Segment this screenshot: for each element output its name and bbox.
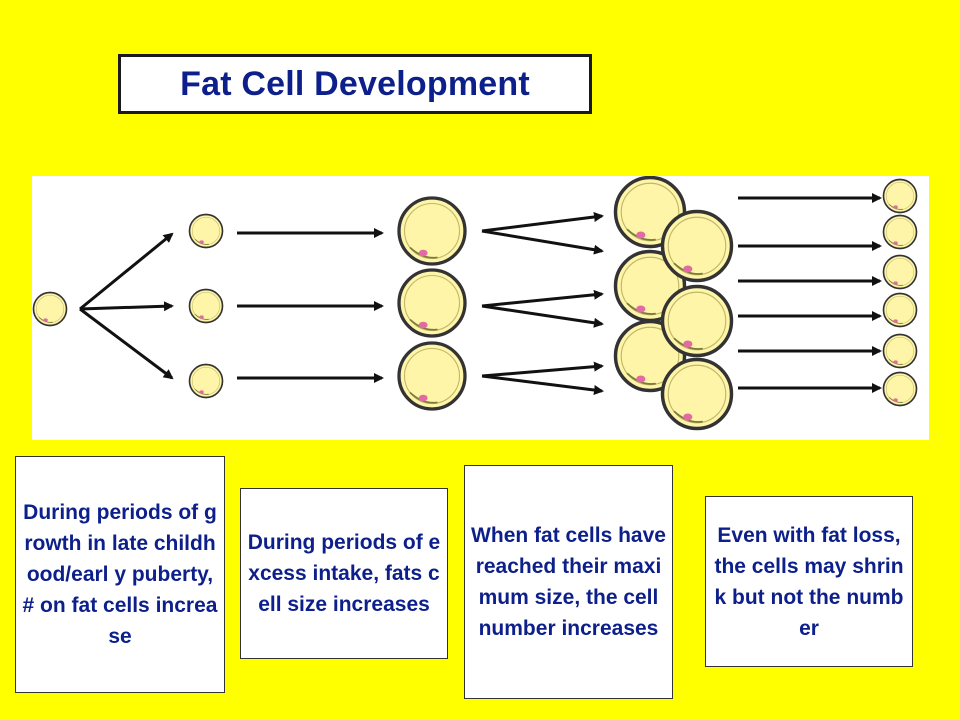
caption-growth-period: During periods of growth in late childho… — [15, 456, 225, 693]
stage-enlarged-cells — [397, 196, 467, 411]
stage-shrunken-cells — [882, 178, 918, 407]
caption-max-size-text: When fat cells have reached their maximu… — [471, 524, 666, 640]
branch-arrows — [79, 232, 174, 380]
diagram-svg — [32, 175, 918, 431]
caption-intake-text: During periods of excess intake, fats ce… — [247, 531, 441, 616]
title-box: Fat Cell Development — [118, 54, 592, 114]
growth-arrows — [237, 228, 384, 383]
stage-small-cells — [188, 213, 224, 399]
caption-growth-text: During periods of growth in late childho… — [22, 501, 218, 648]
multiply-arrows — [481, 212, 604, 395]
caption-fat-loss-text: Even with fat loss, the cells may shrink… — [714, 523, 904, 640]
caption-fat-loss: Even with fat loss, the cells may shrink… — [705, 496, 913, 667]
stage-cell-cluster — [613, 175, 734, 431]
caption-maximum-size: When fat cells have reached their maximu… — [464, 465, 673, 699]
page-title: Fat Cell Development — [180, 64, 530, 103]
caption-excess-intake: During periods of excess intake, fats ce… — [240, 488, 448, 659]
stage-single-cell — [32, 291, 68, 327]
shrink-arrows — [738, 193, 882, 393]
fat-cell-diagram — [32, 175, 929, 440]
